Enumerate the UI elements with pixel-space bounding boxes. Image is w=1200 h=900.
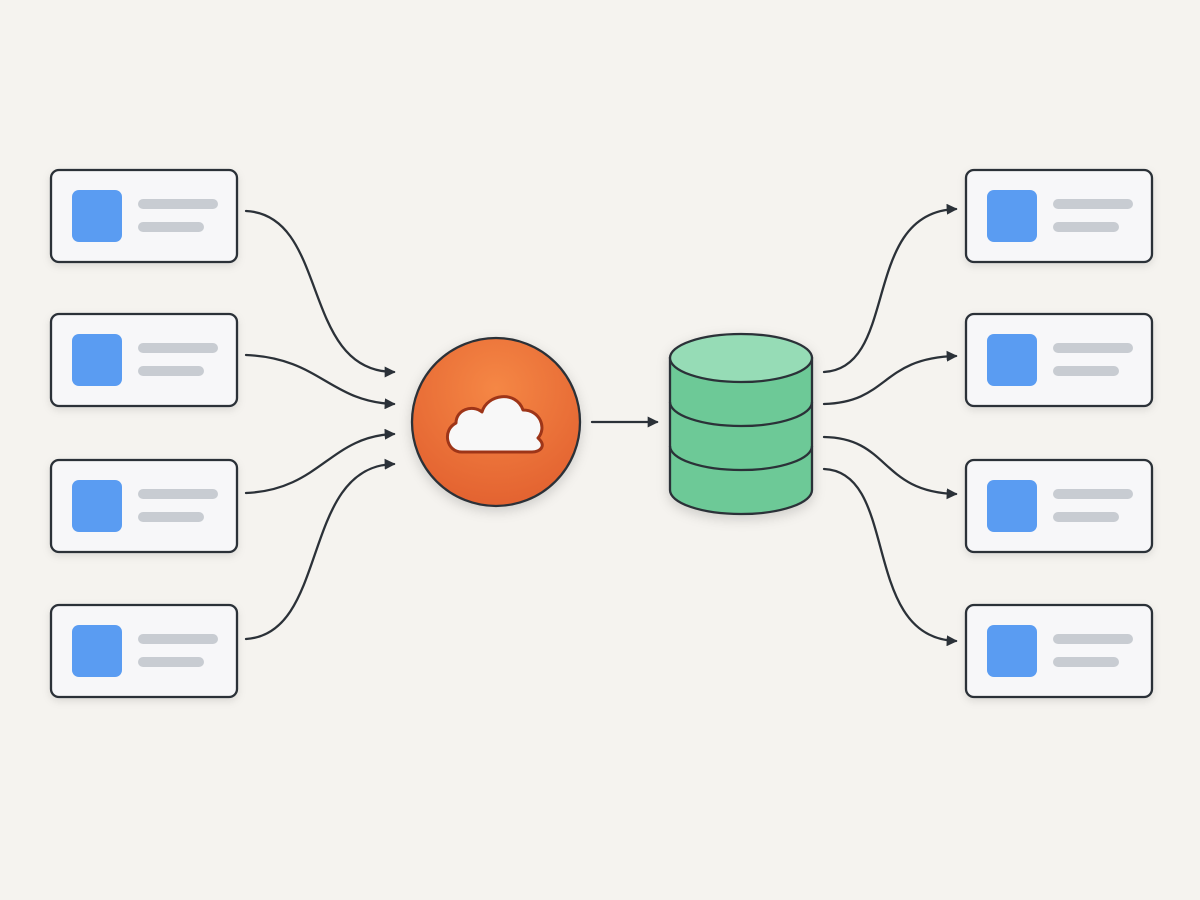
destination-1-card: [964, 168, 1154, 264]
placeholder-line: [138, 489, 218, 499]
placeholder-line: [138, 222, 204, 232]
source-cards: [49, 168, 239, 699]
placeholder-line: [1053, 657, 1119, 667]
cloud-hub: [410, 336, 582, 508]
placeholder-line: [1053, 634, 1133, 644]
database-icon: [668, 332, 814, 516]
destination-2-card: [964, 312, 1154, 408]
square-block-icon: [987, 625, 1037, 677]
placeholder-line: [1053, 222, 1119, 232]
cloud-icon: [446, 395, 544, 454]
edge-source-1-to-hub: [244, 209, 396, 378]
edge-database-to-destination-3: [822, 435, 958, 500]
placeholder-line: [138, 199, 218, 209]
square-block-icon: [987, 190, 1037, 242]
placeholder-line: [1053, 199, 1133, 209]
edge-database-to-destination-4: [822, 467, 958, 647]
placeholder-line: [138, 657, 204, 667]
destination-4-card: [964, 603, 1154, 699]
source-1-card: [49, 168, 239, 264]
placeholder-line: [1053, 366, 1119, 376]
source-4-card: [49, 603, 239, 699]
placeholder-line: [1053, 343, 1133, 353]
placeholder-line: [138, 634, 218, 644]
edge-source-3-to-hub: [244, 428, 396, 495]
edge-database-to-destination-2: [822, 350, 958, 406]
destination-cards: [964, 168, 1154, 699]
square-block-icon: [72, 480, 122, 532]
database-body: [668, 356, 814, 516]
square-block-icon: [72, 190, 122, 242]
edge-database-to-destination-1: [822, 203, 958, 374]
placeholder-line: [1053, 512, 1119, 522]
database-layer-2-divider: [668, 445, 814, 472]
placeholder-line: [138, 343, 218, 353]
database: [668, 332, 814, 516]
placeholder-line: [138, 512, 204, 522]
database-layer-1-divider: [668, 401, 814, 428]
square-block-icon: [987, 480, 1037, 532]
placeholder-line: [138, 366, 204, 376]
square-block-icon: [72, 334, 122, 386]
square-block-icon: [987, 334, 1037, 386]
connectors: [244, 203, 958, 647]
destination-3-card: [964, 458, 1154, 554]
square-block-icon: [72, 625, 122, 677]
source-2-card: [49, 312, 239, 408]
database-top: [668, 332, 814, 384]
edge-source-4-to-hub: [244, 458, 396, 641]
source-3-card: [49, 458, 239, 554]
edge-source-2-to-hub: [244, 353, 396, 410]
placeholder-line: [1053, 489, 1133, 499]
